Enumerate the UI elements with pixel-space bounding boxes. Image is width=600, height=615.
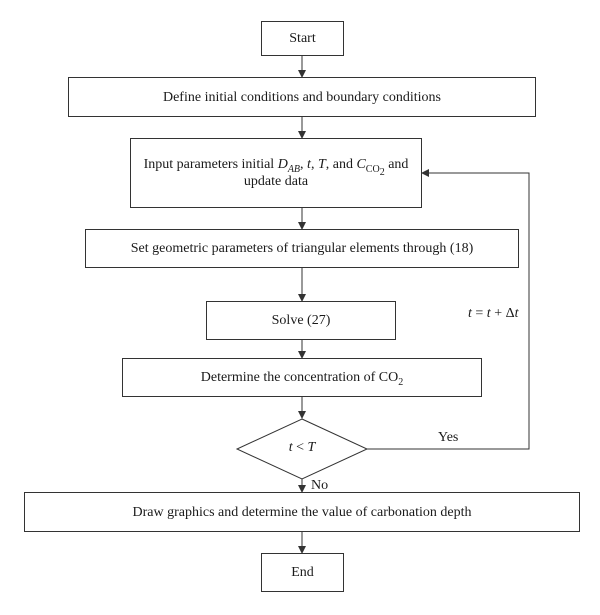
start-label: Start [289,31,316,46]
decision-label: t < T [288,440,316,455]
define-conditions-label: Define initial conditions and boundary c… [162,89,441,105]
input-parameters-line2: update data [243,174,309,189]
solve-label: Solve (27) [271,313,331,328]
yes-label: Yes [438,430,459,445]
no-label: No [311,478,329,493]
input-parameters-node: Input parameters initial DAB, t, T, and … [130,138,422,208]
loop-back-arrow [367,169,530,450]
define-conditions-node: Define initial conditions and boundary c… [68,77,536,117]
end-node: End [261,553,344,592]
decision-diamond [235,418,369,480]
concentration-label: Determine the concentration of CO2 [200,370,404,388]
concentration-node: Determine the concentration of CO2 [122,358,482,397]
input-parameters-line1: Input parameters initial DAB, t, T, and … [143,157,409,178]
draw-graphics-node: Draw graphics and determine the value of… [24,492,580,532]
end-label: End [291,565,314,580]
solve-node: Solve (27) [206,301,396,340]
draw-graphics-label: Draw graphics and determine the value of… [132,504,472,520]
geometric-parameters-node: Set geometric parameters of triangular e… [85,229,519,268]
start-node: Start [261,21,344,56]
geometric-parameters-label: Set geometric parameters of triangular e… [130,241,474,256]
loop-update-label: t = t + Δt [468,306,519,321]
